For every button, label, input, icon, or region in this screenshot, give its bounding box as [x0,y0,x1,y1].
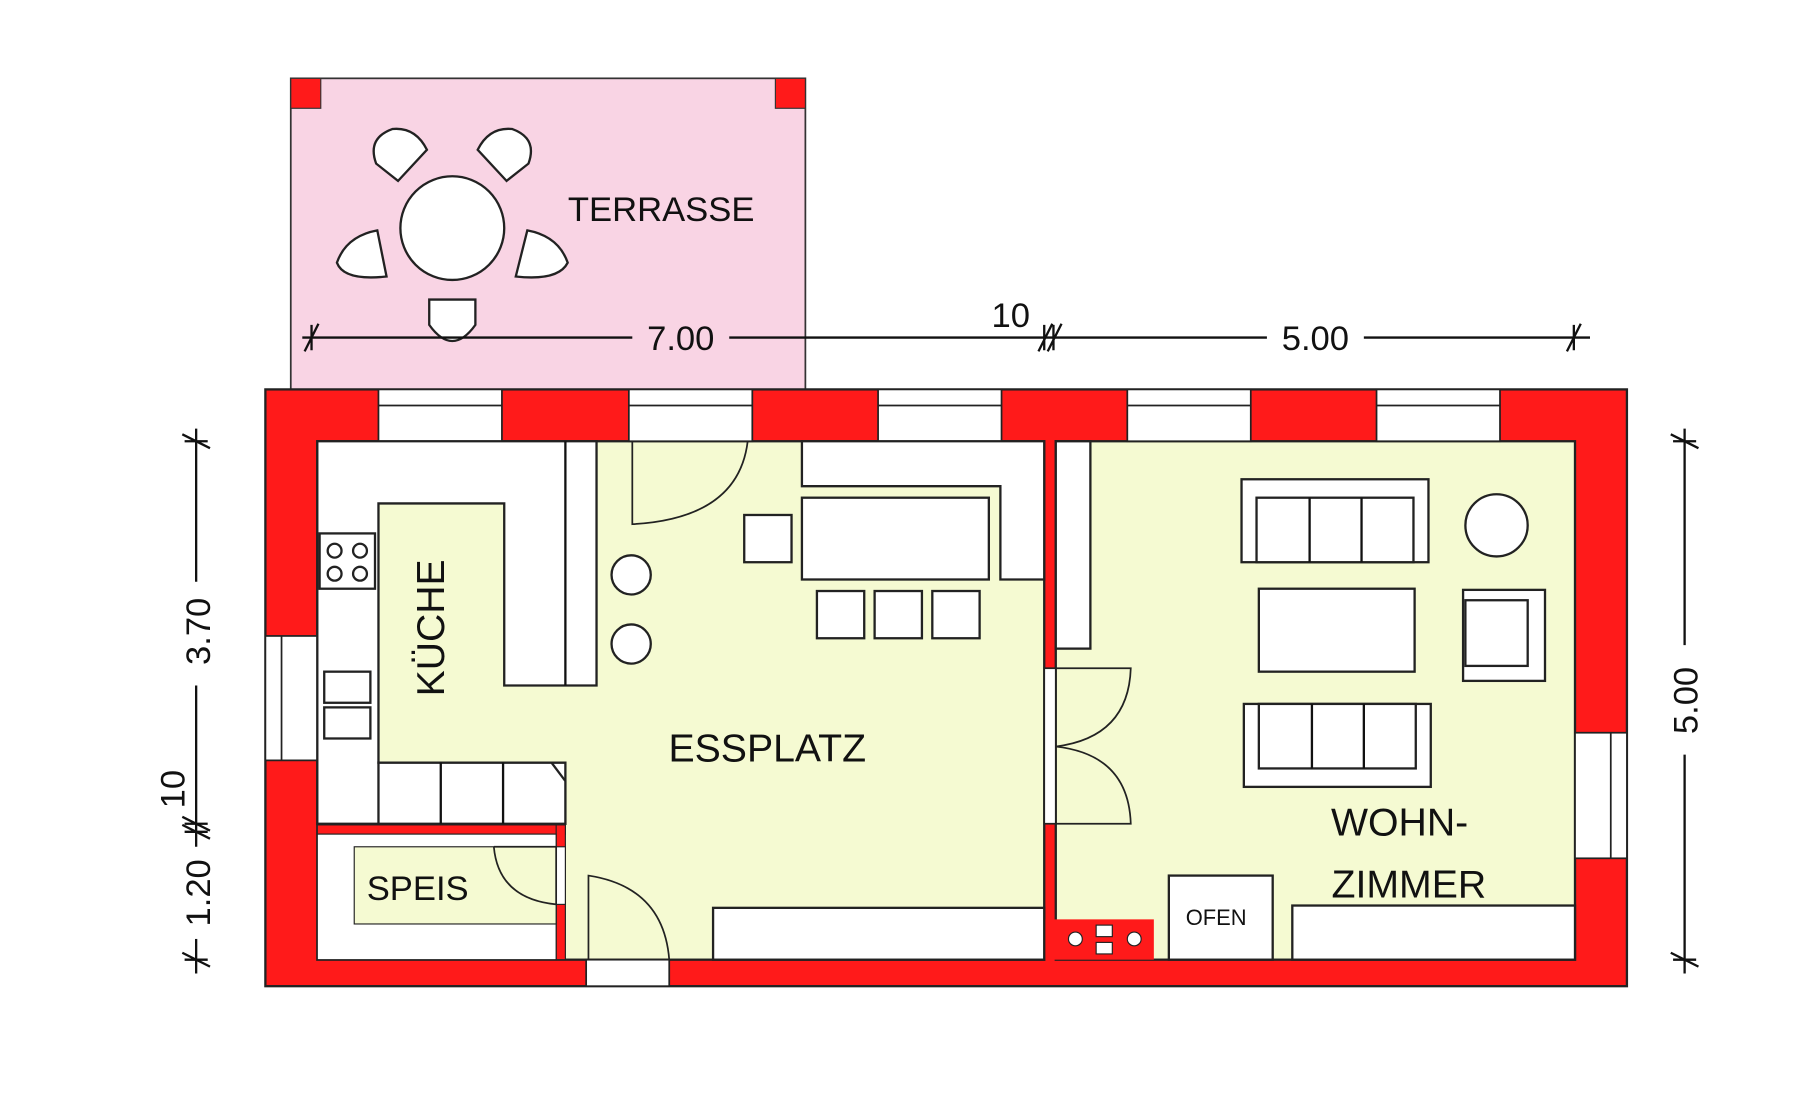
dining-furniture [711,440,1046,961]
terrace-chair [514,229,569,279]
terrace-chair [428,298,477,342]
door-swing [587,874,671,960]
stove-icon [318,532,377,590]
window [1126,388,1252,443]
dining-label: ESSPLATZ [669,728,867,771]
window [877,388,1003,443]
dimension-label: 5.00 [1282,320,1349,358]
terrace-chair [476,127,533,183]
sink-icon [323,670,372,704]
stove-ofen [1167,874,1274,961]
dimension-label: 7.00 [647,320,714,358]
dimension-label: 3.70 [180,598,218,665]
dimension-label: 1.20 [180,859,218,926]
window [264,635,319,762]
terrace-label: TERRASSE [568,191,755,229]
coffee-table [1257,587,1416,673]
terrace-table [399,175,506,282]
door-swing [492,845,558,906]
window [1375,388,1501,443]
dimension-label: 5.00 [1667,667,1705,734]
living-furniture: OFEN [1054,440,1577,961]
dimension-label: 10 [155,770,193,808]
windows [264,388,1628,988]
dimension-left: 3.70 10 1.20 [155,428,218,974]
door-swing [631,441,749,526]
living-label-line2: ZIMMER [1332,863,1487,906]
kitchen-furniture [316,440,652,825]
pantry-label: SPEIS [367,870,469,908]
terrace-chair [372,127,429,183]
entrance-door-gap [585,958,671,988]
dining-table [800,496,990,581]
terrace-chair [335,229,388,279]
dimension-right: 5.00 [1667,428,1705,974]
window [377,388,503,443]
stove-label: OFEN [1186,905,1247,930]
living-label-line1: WOHN- [1331,801,1468,844]
window [627,388,754,443]
dimension-top: 7.00 10 5.00 [302,297,1590,358]
terrace: TERRASSE [289,77,807,391]
window [1574,731,1628,860]
doors [492,441,1132,960]
kitchen-label: KÜCHE [410,559,453,696]
dimension-label: 10 [992,297,1030,335]
